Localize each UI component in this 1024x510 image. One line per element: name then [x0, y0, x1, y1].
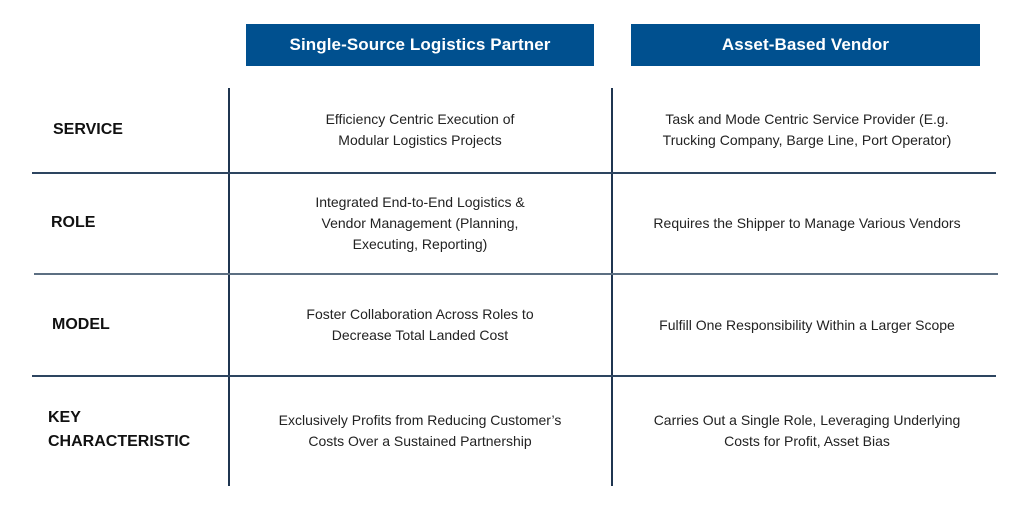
cell-text-line: Carries Out a Single Role, Leveraging Un… [653, 412, 961, 428]
cell-model-single-source: Foster Collaboration Across Roles to Dec… [229, 275, 611, 375]
cell-model-asset-based: Fulfill One Responsibility Within a Larg… [612, 275, 1002, 375]
row-label-key-characteristic: KEY CHARACTERISTIC [48, 406, 190, 454]
cell-service-asset-based: Task and Mode Centric Service Provider (… [612, 88, 1002, 172]
row-label-model: MODEL [52, 316, 110, 333]
cell-text-line: Task and Mode Centric Service Provider (… [665, 111, 949, 127]
cell-text-line: Costs for Profit, Asset Bias [724, 433, 890, 449]
row-label-service: SERVICE [53, 121, 123, 138]
cell-text-line: Exclusively Profits from Reducing Custom… [278, 412, 562, 428]
cell-key-characteristic-asset-based: Carries Out a Single Role, Leveraging Un… [612, 377, 1002, 485]
cell-text-line: Trucking Company, Barge Line, Port Opera… [662, 132, 952, 148]
column-header-asset-based-vendor: Asset-Based Vendor [631, 24, 980, 66]
cell-text-line: Fulfill One Responsibility Within a Larg… [659, 316, 955, 333]
cell-text-line: Requires the Shipper to Manage Various V… [653, 214, 961, 231]
cell-service-single-source: Efficiency Centric Execution of Modular … [229, 88, 611, 172]
horizontal-divider-1 [32, 172, 996, 174]
cell-role-single-source: Integrated End-to-End Logistics & Vendor… [229, 173, 611, 273]
cell-text-line: Foster Collaboration Across Roles to [306, 306, 534, 322]
cell-role-asset-based: Requires the Shipper to Manage Various V… [612, 173, 1002, 273]
cell-text-line: Integrated End-to-End Logistics & [315, 193, 525, 210]
horizontal-divider-3 [32, 375, 996, 377]
cell-text-line: Vendor Management (Planning, [321, 214, 519, 231]
cell-text-line: Executing, Reporting) [352, 235, 488, 252]
column-header-single-source-logistics-partner: Single-Source Logistics Partner [246, 24, 594, 66]
column-header-label: Single-Source Logistics Partner [289, 35, 551, 54]
vertical-divider-right [611, 88, 613, 486]
horizontal-divider-2 [34, 273, 998, 275]
cell-text-line: Decrease Total Landed Cost [331, 327, 509, 343]
column-header-label: Asset-Based Vendor [721, 35, 890, 54]
row-label-line: CHARACTERISTIC [48, 433, 191, 450]
row-label-line: KEY [48, 409, 81, 426]
vertical-divider-left [228, 88, 230, 486]
row-label-role: ROLE [51, 214, 96, 231]
cell-text-line: Costs Over a Sustained Partnership [308, 433, 532, 449]
cell-key-characteristic-single-source: Exclusively Profits from Reducing Custom… [229, 377, 611, 485]
cell-text-line: Efficiency Centric Execution of [325, 111, 515, 127]
cell-text-line: Modular Logistics Projects [338, 132, 502, 148]
